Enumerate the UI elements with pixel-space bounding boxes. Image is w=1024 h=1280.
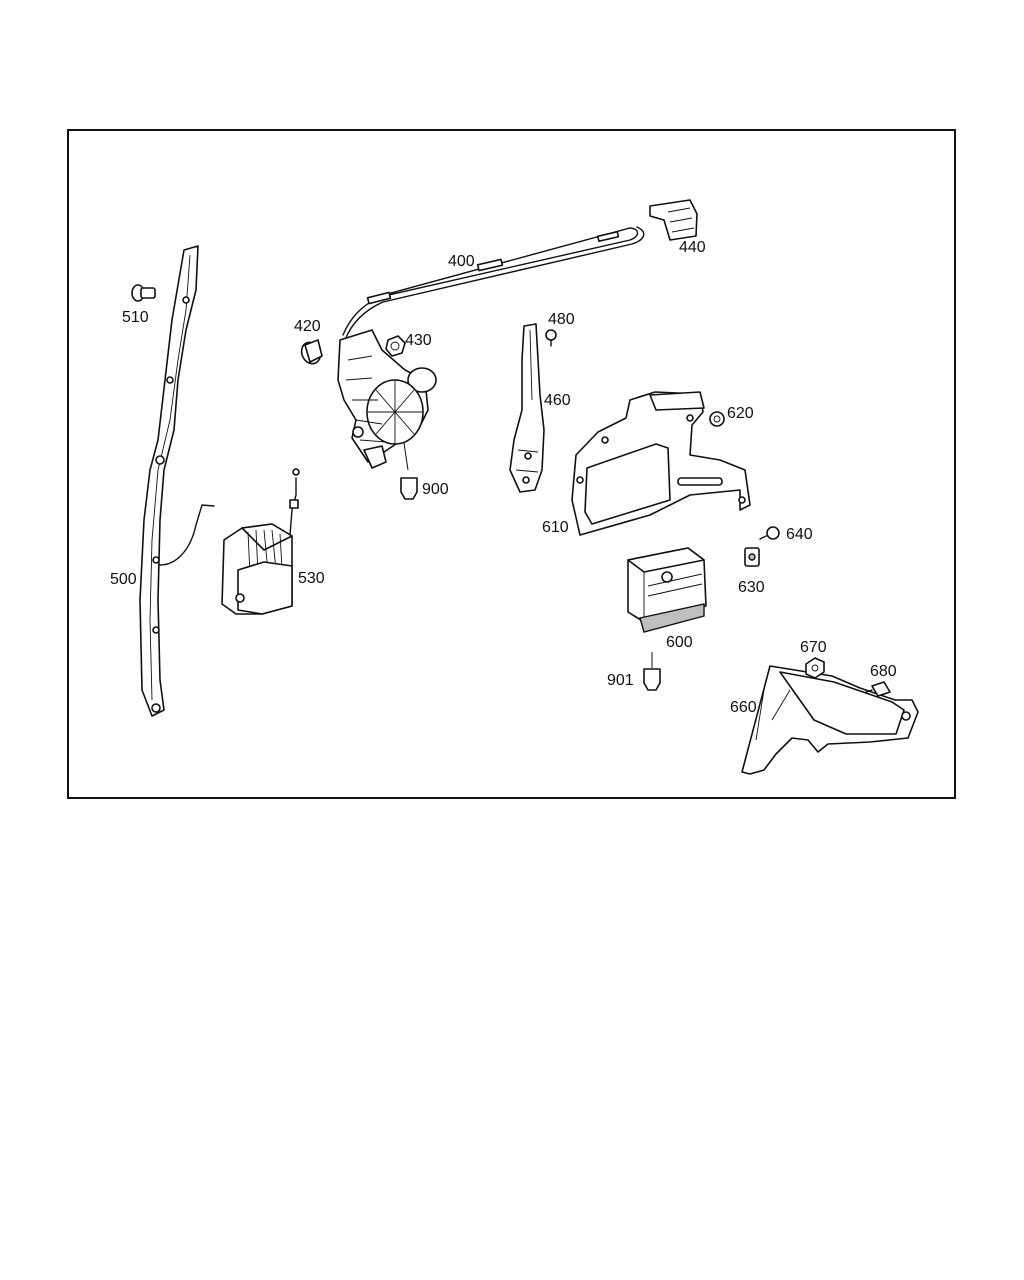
callout-440: 440: [679, 239, 706, 256]
part-900-actuator-motor: [337, 329, 437, 469]
part-610-mounting-plate: [571, 391, 751, 536]
part-530-lock-unit: [221, 468, 300, 615]
part-660-lower-bracket: [741, 665, 919, 775]
part-901-connector: [643, 668, 661, 691]
part-460-bracket: [509, 323, 545, 493]
callout-400: 400: [448, 253, 475, 270]
callout-900: 900: [422, 481, 449, 498]
part-670-nut: [805, 657, 825, 679]
part-500-rail: [139, 245, 215, 717]
part-620-grommet: [709, 411, 725, 427]
part-400-cable: [342, 226, 645, 341]
part-900-connector: [400, 477, 418, 500]
part-430-nut: [385, 335, 406, 357]
callout-660: 660: [730, 699, 757, 716]
part-600-control-unit: [627, 547, 707, 633]
callout-500: 500: [110, 571, 137, 588]
callout-510: 510: [122, 309, 149, 326]
callout-680: 680: [870, 663, 897, 680]
callout-640: 640: [786, 526, 813, 543]
callout-630: 630: [738, 579, 765, 596]
part-630-clip-nut: [744, 547, 760, 567]
callout-460: 460: [544, 392, 571, 409]
part-480-screw: [545, 329, 557, 347]
callout-420: 420: [294, 318, 321, 335]
callout-670: 670: [800, 639, 827, 656]
callout-901: 901: [607, 672, 634, 689]
part-420-bushing: [300, 339, 323, 365]
part-640-screw: [759, 526, 780, 540]
callout-600: 600: [666, 634, 693, 651]
callout-480: 480: [548, 311, 575, 328]
callout-530: 530: [298, 570, 325, 587]
part-680-clip: [865, 681, 891, 697]
callout-620: 620: [727, 405, 754, 422]
callout-610: 610: [542, 519, 569, 536]
part-440-cable-bracket: [649, 199, 698, 241]
part-510-bolt: [131, 284, 156, 302]
leader-lines: [403, 442, 653, 668]
callout-430: 430: [405, 332, 432, 349]
